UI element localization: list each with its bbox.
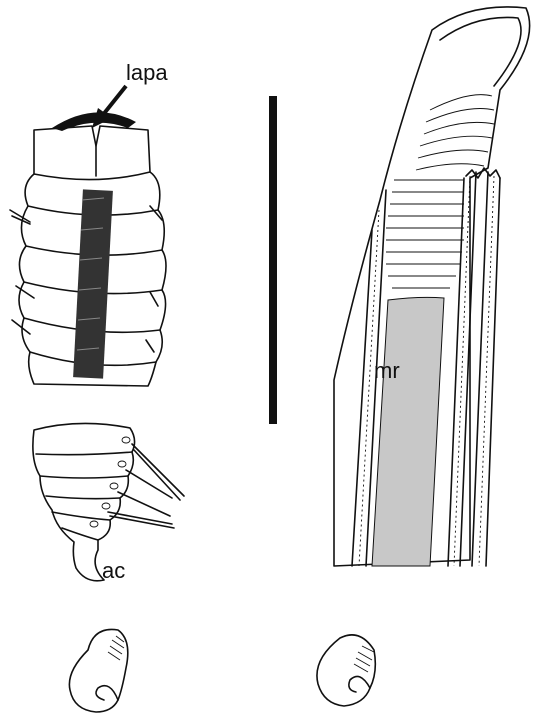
posterior-segment-3 xyxy=(46,496,120,499)
right-shaft-band xyxy=(448,172,476,566)
hook-right-fang xyxy=(349,676,370,692)
chaeta-drawing xyxy=(334,7,530,566)
label-ac: ac xyxy=(102,558,125,583)
segment-line-1 xyxy=(34,172,150,180)
hook-right-outline xyxy=(317,635,375,706)
hook-right-teeth xyxy=(354,646,374,672)
hook-left-drawing xyxy=(69,629,127,712)
hood-fibres xyxy=(416,95,494,170)
posterior-chaetae xyxy=(108,444,184,528)
posterior-segment-4 xyxy=(52,512,110,520)
medial-gray-region xyxy=(372,297,444,566)
hook-left-teeth xyxy=(108,636,124,660)
parapodial-lobes xyxy=(90,437,130,527)
hook-left-fang xyxy=(96,686,118,700)
scale-bar xyxy=(269,96,277,424)
hook-left-outline xyxy=(69,629,127,712)
label-mr: mr xyxy=(374,358,400,383)
striated-region xyxy=(386,180,464,288)
posterior-segment-2 xyxy=(40,476,128,478)
chaeta-inner-hood xyxy=(440,17,521,86)
posterior-segment-5 xyxy=(62,528,98,540)
label-lapa: lapa xyxy=(126,60,168,85)
anterior-end-drawing xyxy=(10,112,166,386)
far-right-shaft xyxy=(472,172,500,566)
posterior-segment-1 xyxy=(36,452,132,455)
hook-right-drawing xyxy=(317,635,375,706)
